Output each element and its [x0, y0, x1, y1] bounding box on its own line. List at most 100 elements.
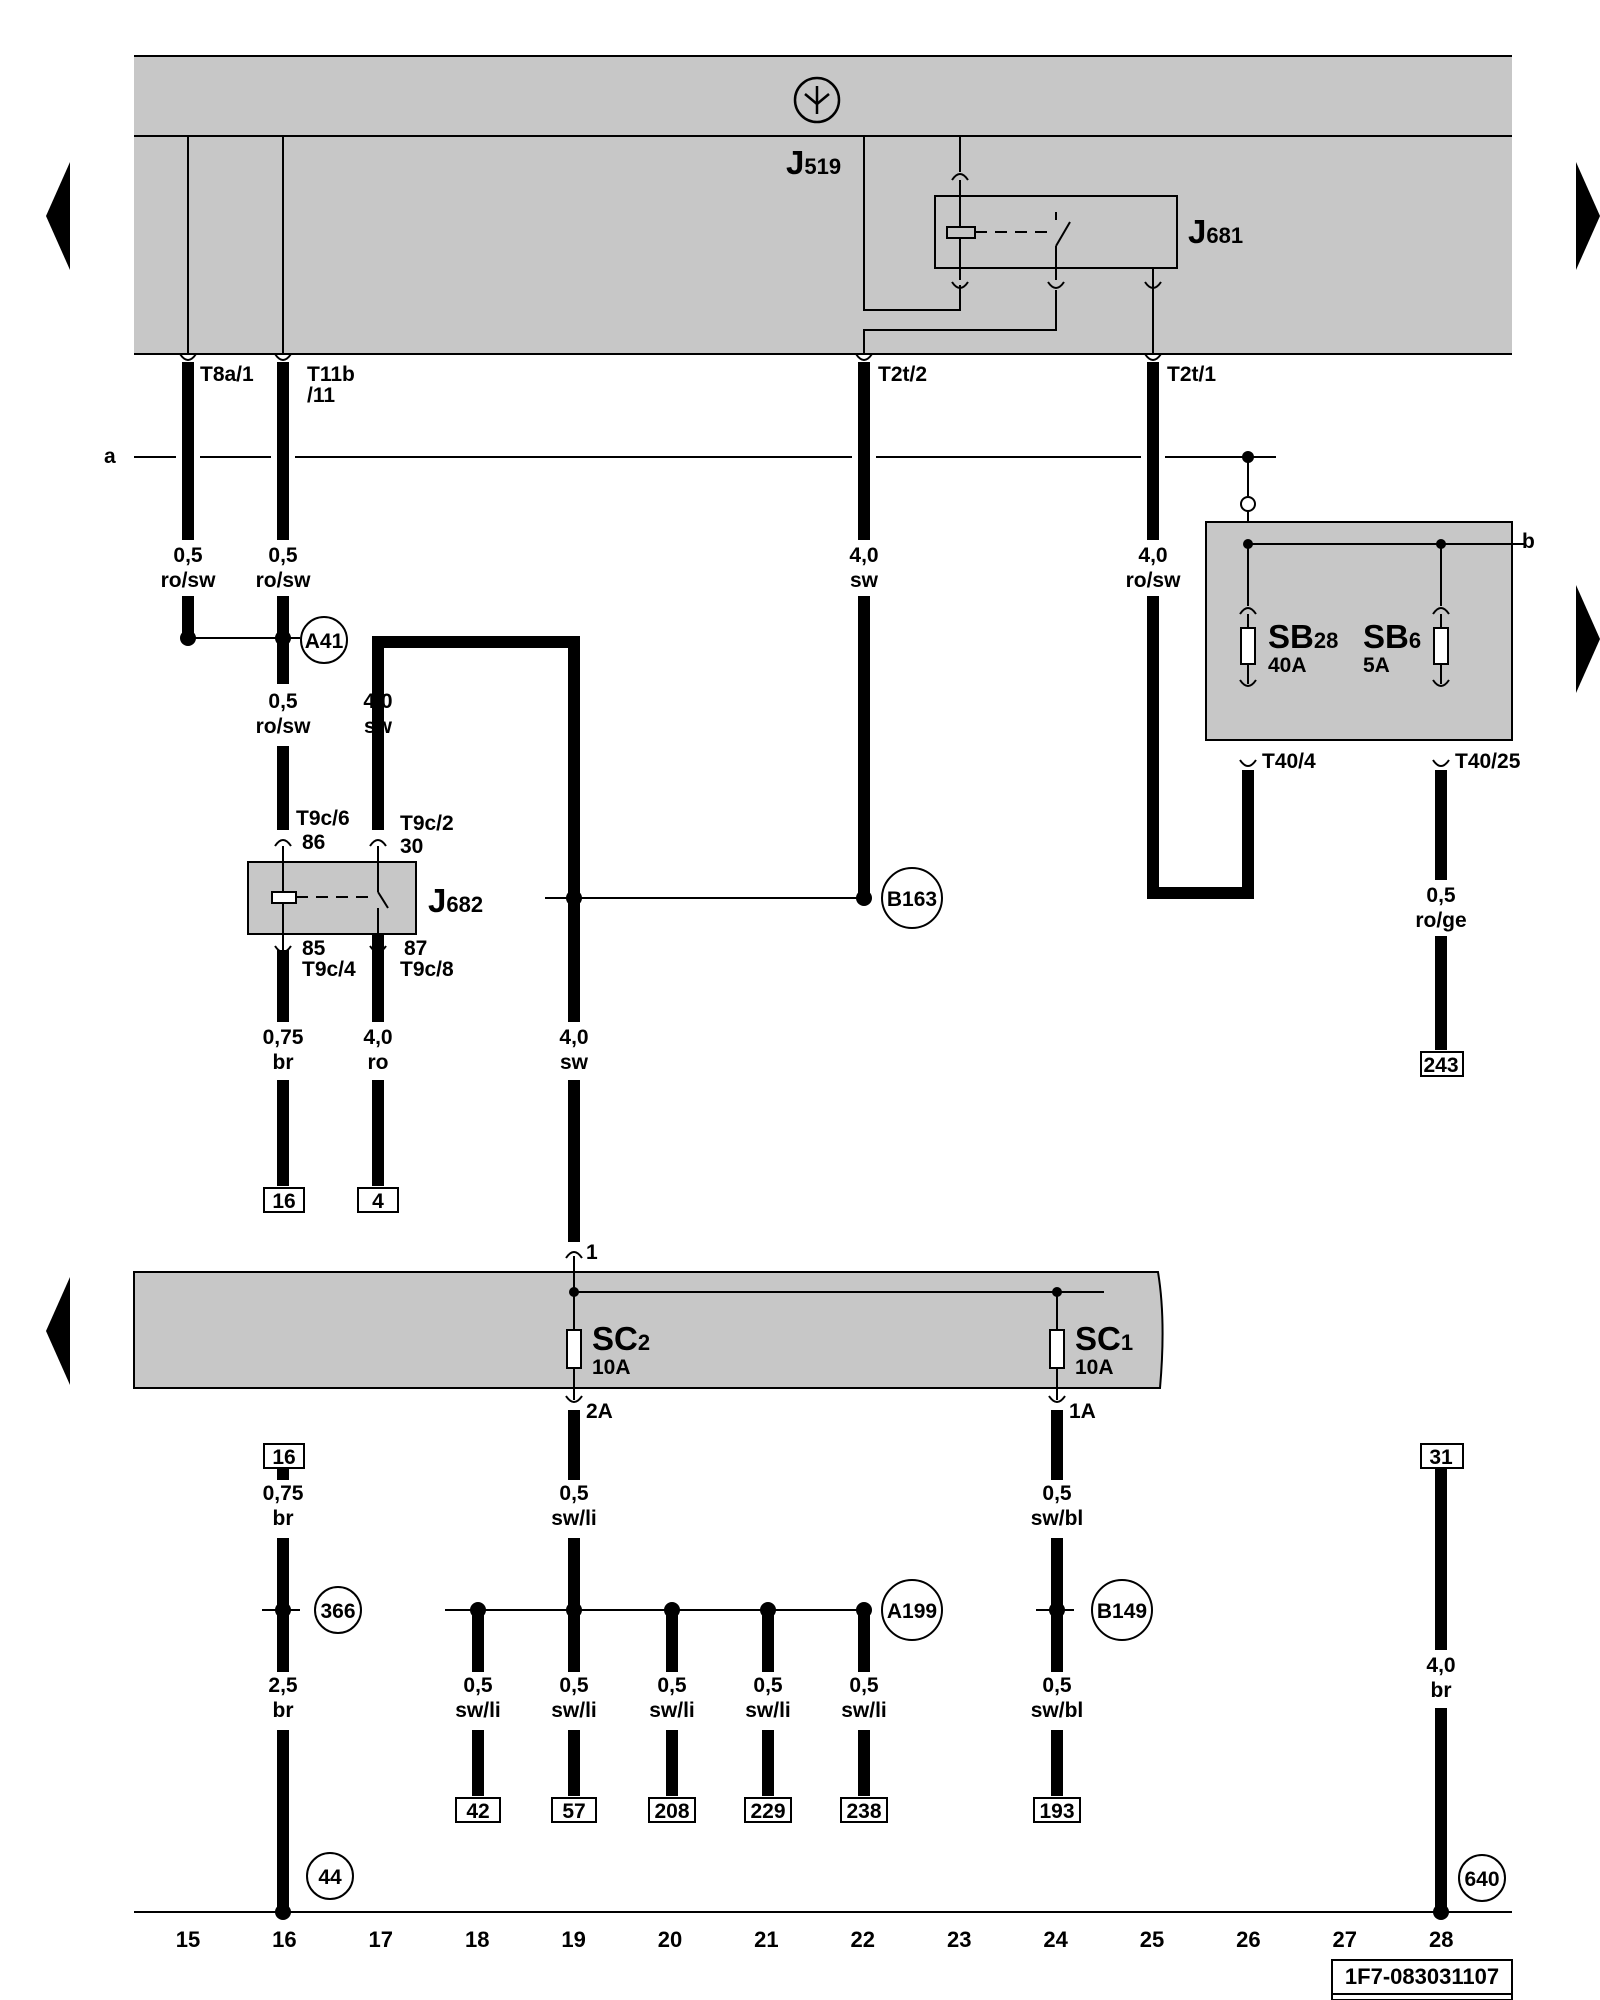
track-number: 17	[369, 1927, 393, 1952]
wire-size: 0,5	[1042, 1482, 1072, 1505]
junction	[760, 1602, 776, 1618]
terminal-box: 208	[654, 1800, 689, 1823]
wire-color: br	[273, 1699, 294, 1722]
fuse-sc1-amps: 10A	[1075, 1356, 1114, 1379]
onboard-network-icon	[793, 76, 841, 124]
wire-size: 0,5	[849, 1674, 879, 1697]
pin-30: 30	[400, 835, 423, 858]
junction	[180, 630, 196, 646]
wire-color: sw	[364, 715, 393, 738]
open-terminal	[1240, 496, 1256, 512]
track-number: 20	[658, 1927, 682, 1952]
junction	[1433, 1904, 1449, 1920]
line-b-label: b	[1522, 530, 1535, 553]
wire-color: sw/li	[841, 1699, 887, 1722]
terminal-box: 229	[750, 1800, 785, 1823]
wire-size: 0,5	[1426, 884, 1456, 907]
fuse-sb6-amps: 5A	[1363, 654, 1390, 677]
connector-t2t-2: T2t/2	[878, 363, 927, 386]
connector-t40-25: T40/25	[1455, 750, 1521, 773]
relay-j681-label: J681	[1188, 213, 1243, 250]
track-number: 25	[1140, 1927, 1164, 1952]
terminal-box: 193	[1039, 1800, 1074, 1823]
relay-j682	[247, 846, 417, 950]
wire-size: 0,5	[268, 544, 298, 567]
drop-arrows	[179, 353, 1450, 767]
terminal-box: 31	[1429, 1446, 1453, 1469]
wire-size: 0,5	[657, 1674, 687, 1697]
wire-size: 0,5	[268, 690, 298, 713]
ground-point-44: 44	[318, 1866, 342, 1889]
pin-87: 87	[404, 937, 427, 960]
wire-size: 2,5	[268, 1674, 298, 1697]
junction	[566, 1602, 582, 1618]
wire-color: ro/sw	[1126, 569, 1182, 592]
fuse-sc2-label: SC2	[592, 1320, 650, 1357]
connector-t11b-pin: /11	[307, 384, 335, 407]
junction	[470, 1602, 486, 1618]
top-control-panel	[134, 55, 1512, 355]
track-number: 18	[465, 1927, 489, 1952]
wire-color: br	[273, 1507, 294, 1530]
track-number: 27	[1333, 1927, 1357, 1952]
track-number: 24	[1043, 1927, 1068, 1952]
junction	[566, 890, 582, 906]
wire-color: ro	[368, 1051, 389, 1074]
wire-color: sw/li	[551, 1699, 597, 1722]
wire-size: 4,0	[559, 1026, 588, 1049]
connection-b163: B163	[887, 888, 937, 911]
wire-color: br	[1431, 1679, 1452, 1702]
connector-t9c-2: T9c/2	[400, 812, 454, 835]
terminal-box: 16	[272, 1446, 295, 1469]
wire-size: 4,0	[1426, 1654, 1455, 1677]
wire-color: ro/sw	[161, 569, 217, 592]
connector-t2t-1: T2t/1	[1167, 363, 1216, 386]
wire-color: sw/li	[649, 1699, 695, 1722]
thick-wires-upper	[182, 362, 1447, 1242]
track-number: 26	[1236, 1927, 1260, 1952]
terminal-box: 42	[466, 1800, 489, 1823]
ground-point-a41: A41	[305, 630, 344, 653]
connector-t8a-1: T8a/1	[200, 363, 254, 386]
wire-size: 0,5	[173, 544, 203, 567]
nav-arrow-left-icon[interactable]	[46, 1277, 70, 1385]
sc-plug-contacts	[565, 1251, 1066, 1403]
wire-size: 0,5	[559, 1482, 589, 1505]
terminal-box: 4	[372, 1190, 384, 1213]
junction	[275, 1602, 291, 1618]
track-number: 19	[561, 1927, 585, 1952]
wire-color: br	[273, 1051, 294, 1074]
nav-arrow-right-icon[interactable]	[1576, 585, 1600, 693]
fuse-sb28-amps: 40A	[1268, 654, 1307, 677]
junction	[664, 1602, 680, 1618]
pin-1: 1	[586, 1241, 598, 1264]
terminal-box: 16	[272, 1190, 295, 1213]
junction	[275, 1904, 291, 1920]
terminal-box: 243	[1423, 1054, 1458, 1077]
fuse-sc1-label: SC1	[1075, 1320, 1133, 1357]
track-number: 22	[851, 1927, 875, 1952]
junction	[856, 890, 872, 906]
diagram-reference: 1F7-083031107	[1345, 1964, 1499, 1989]
nav-arrow-right-icon[interactable]	[1576, 162, 1600, 270]
panel-internal-wiring	[187, 136, 1154, 354]
wire-size: 0,5	[559, 1674, 589, 1697]
connector-t9c-6: T9c/6	[296, 807, 350, 830]
wire-size: 0,75	[263, 1482, 304, 1505]
relay-j682-contacts	[274, 839, 387, 953]
wire-size: 0,5	[1042, 1674, 1072, 1697]
track-number: 15	[176, 1927, 200, 1952]
junction	[1049, 1602, 1065, 1618]
terminal-box: 238	[846, 1800, 881, 1823]
wire-size: 0,5	[463, 1674, 493, 1697]
junction	[856, 1602, 872, 1618]
wire-color: ro/sw	[256, 569, 312, 592]
wire-color: sw/li	[551, 1507, 597, 1530]
wire-color: sw	[560, 1051, 589, 1074]
wire-size: 4,0	[1138, 544, 1167, 567]
wire-color: sw/li	[745, 1699, 791, 1722]
nav-arrow-left-icon[interactable]	[46, 162, 70, 270]
connection-366: 366	[320, 1600, 355, 1623]
fuse-sb6-label: SB6	[1363, 618, 1421, 655]
